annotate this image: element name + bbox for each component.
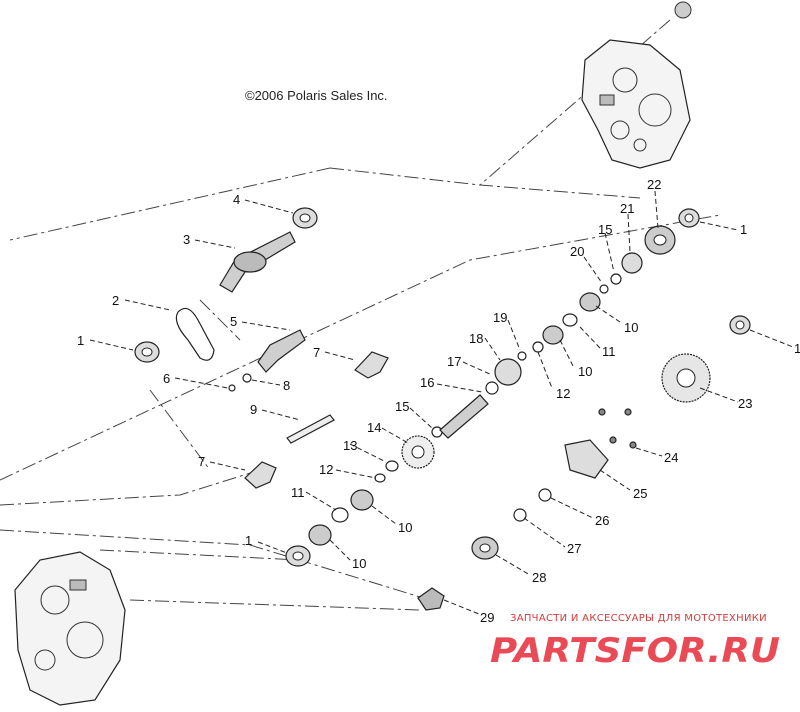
callout-23: 23	[738, 396, 752, 411]
callout-1c: 1	[740, 222, 747, 237]
callout-14: 14	[367, 420, 381, 435]
callout-labels: 4 3 2 1 5 7 6 8 9 7 13 12 11 10 1 10 14 …	[77, 177, 800, 625]
callout-10b: 10	[352, 556, 366, 571]
callout-10d: 10	[624, 320, 638, 335]
callout-6: 6	[163, 371, 170, 386]
callout-5: 5	[230, 314, 237, 329]
callout-26: 26	[595, 513, 609, 528]
callout-12a: 12	[319, 462, 333, 477]
callout-7a: 7	[313, 345, 320, 360]
callout-22: 22	[647, 177, 661, 192]
callout-2: 2	[112, 293, 119, 308]
watermark-tagline: ЗАПЧАСТИ И АКСЕССУАРЫ ДЛЯ МОТОТЕХНИКИ	[510, 613, 767, 624]
callout-11a: 11	[291, 485, 305, 500]
callout-9: 9	[250, 402, 257, 417]
callout-20: 20	[570, 244, 584, 259]
callout-1b: 1	[245, 533, 252, 548]
callout-1a: 1	[77, 333, 84, 348]
callout-28: 28	[532, 570, 546, 585]
callout-3: 3	[183, 232, 190, 247]
callout-29: 29	[480, 610, 494, 625]
callout-15b: 15	[598, 222, 612, 237]
callout-13: 13	[343, 438, 357, 453]
watermark-logo: PARTSFOR.RU	[490, 631, 780, 671]
callout-7b: 7	[198, 454, 205, 469]
callout-17: 17	[447, 354, 461, 369]
callout-19: 19	[493, 310, 507, 325]
callout-8: 8	[283, 378, 290, 393]
callout-15a: 15	[395, 399, 409, 414]
callout-4: 4	[233, 192, 240, 207]
callout-27: 27	[567, 541, 581, 556]
callout-10c: 10	[578, 364, 592, 379]
callout-11b: 11	[602, 344, 616, 359]
watermark: ЗАПЧАСТИ И АКСЕССУАРЫ ДЛЯ МОТОТЕХНИКИ PA…	[490, 613, 780, 671]
callout-12b: 12	[556, 386, 570, 401]
crankcase-half-right	[581, 1, 692, 169]
callout-25: 25	[633, 486, 647, 501]
callout-18: 18	[469, 331, 483, 346]
parts	[134, 207, 751, 611]
crankcase-half-left	[14, 551, 126, 706]
copyright-text: ©2006 Polaris Sales Inc.	[245, 88, 388, 103]
callout-24: 24	[664, 450, 678, 465]
assembly-phantom-lines	[0, 19, 721, 611]
callout-1d: 1	[794, 341, 800, 356]
callout-16: 16	[420, 375, 434, 390]
callout-21: 21	[620, 201, 634, 216]
callout-10a: 10	[398, 520, 412, 535]
leader-lines	[89, 190, 794, 615]
